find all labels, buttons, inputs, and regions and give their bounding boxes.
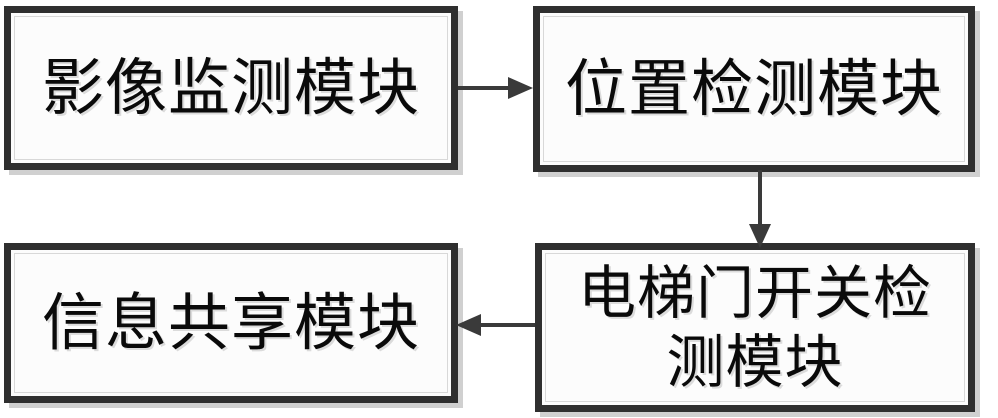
node-image-monitor[interactable]: 影像监测模块 [4,6,458,170]
node-door-detect-label: 电梯门开关检 测模块 [577,259,932,396]
arrow-door-detect-to-info-share [456,314,535,336]
node-info-share[interactable]: 信息共享模块 [4,243,458,403]
arrow-position-detect-to-door-detect [749,170,771,248]
node-door-detect[interactable]: 电梯门开关检 测模块 [535,243,975,412]
node-position-detect-label: 位置检测模块 [564,52,943,126]
arrow-head-left [456,314,481,336]
arrow-image-monitor-to-position-detect [458,77,533,99]
node-position-detect[interactable]: 位置检测模块 [533,6,975,172]
node-info-share-label: 信息共享模块 [41,286,420,360]
node-image-monitor-label: 影像监测模块 [41,51,420,125]
arrow-head-right [508,77,533,99]
